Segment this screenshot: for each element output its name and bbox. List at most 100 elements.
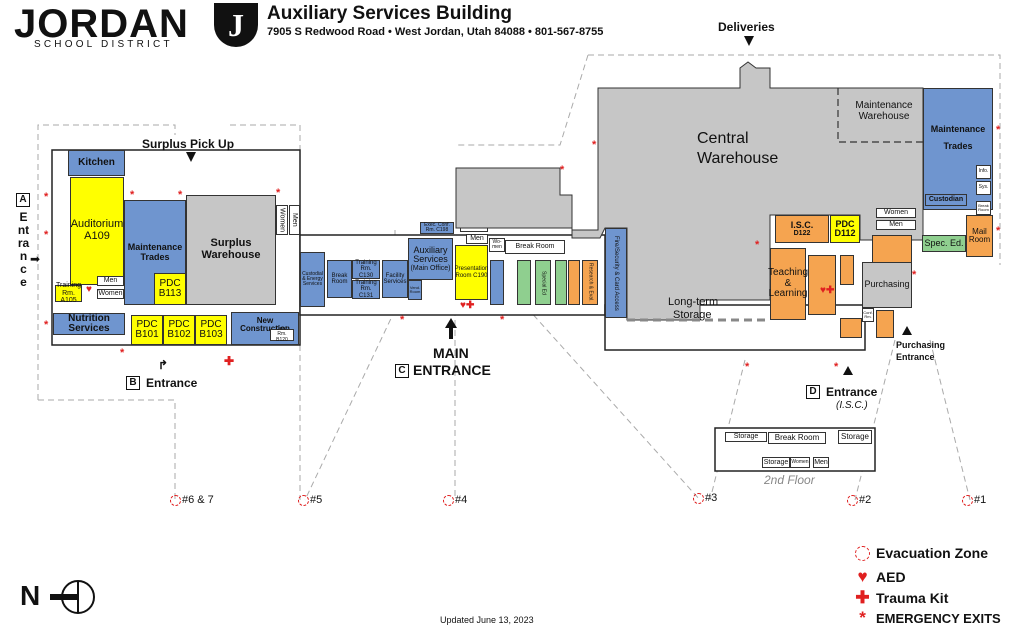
- room-orange-cube-b: [840, 318, 862, 338]
- purchasing-entrance-label-1: Purchasing: [896, 340, 946, 350]
- exit-star-icon: *: [276, 187, 281, 199]
- evacuation-zone-5: #5: [298, 494, 322, 506]
- room-research-eval: Research & Eval.: [582, 260, 598, 305]
- room-storage-2b: Storage: [838, 430, 872, 444]
- room-storage-2a: Storage: [725, 432, 767, 442]
- evacuation-zone-1: #1: [962, 494, 986, 506]
- room-women-2: Women: [790, 457, 810, 468]
- exit-star-icon: *: [834, 361, 839, 373]
- central-warehouse-label-1: Central: [697, 130, 749, 147]
- room-orange-cube-a: [840, 255, 854, 285]
- deliveries-arrow-icon: [744, 36, 754, 46]
- exit-star-icon: *: [859, 608, 866, 627]
- legend-evac-label: Evacuation Zone: [876, 545, 989, 561]
- exit-star-icon: *: [592, 139, 597, 151]
- room-conf-d: Conf. Rm.: [862, 308, 874, 322]
- purchasing-entrance-arrow-icon: [902, 326, 912, 335]
- exit-star-icon: *: [996, 225, 1001, 237]
- evacuation-zone-icon: [855, 545, 870, 561]
- exit-star-icon: *: [996, 124, 1001, 136]
- evacuation-zone-icon: [693, 492, 704, 504]
- central-warehouse-label-2: Warehouse: [697, 150, 779, 167]
- exit-star-icon: *: [44, 319, 49, 331]
- legend-trauma-kit: ✚ Trauma Kit: [855, 588, 948, 608]
- room-orange-right-b: [876, 310, 894, 338]
- legend-exits-label: EMERGENCY EXITS: [876, 610, 1001, 626]
- exit-star-icon: *: [400, 314, 405, 326]
- aed-heart-icon: ♥: [857, 567, 868, 586]
- room-auditorium-number: A109: [84, 230, 110, 242]
- aed-icon-right: ♥✚: [820, 285, 835, 296]
- room-kitchen: Kitchen: [68, 150, 125, 176]
- aed-icon-left: ♥: [86, 284, 92, 295]
- long-term-storage-label-2: Storage: [673, 309, 712, 321]
- building-address: 7905 S Redwood Road • West Jordan, Utah …: [267, 26, 604, 38]
- room-teaching-learning: Teaching & Learning: [768, 248, 808, 320]
- room-training-a105: Training Rm. A105: [55, 282, 82, 305]
- updated-date: Updated June 13, 2023: [440, 615, 534, 625]
- exit-star-icon: *: [178, 189, 183, 201]
- exit-star-icon: *: [500, 314, 505, 326]
- exit-star-icon: *: [44, 229, 49, 241]
- surplus-pickup-label: Surplus Pick Up: [142, 137, 235, 151]
- evacuation-zone-4: #4: [443, 494, 467, 506]
- entrance-d-sublabel: (I.S.C.): [836, 400, 868, 411]
- room-pdc-b102: PDC B102: [163, 315, 195, 345]
- entrance-c-badge: C: [395, 364, 409, 378]
- entrance-a-label: Entrance: [17, 210, 30, 289]
- exit-star-icon: *: [130, 189, 135, 201]
- north-label: N: [20, 580, 41, 611]
- exit-star-icon: *: [745, 361, 750, 373]
- room-pdc-b113: PDC B113: [154, 273, 186, 305]
- exit-star-icon: *: [44, 191, 49, 203]
- second-floor-label: 2nd Floor: [764, 473, 815, 487]
- room-special-ed-right: Spec. Ed.: [922, 235, 966, 252]
- district-logo-mark: J: [214, 3, 258, 47]
- room-break-room-2: Break Room: [768, 432, 826, 444]
- room-purchasing: Purchasing: [862, 262, 912, 308]
- room-green-a: [517, 260, 531, 305]
- legend-emergency-exits: * EMERGENCY EXITS: [855, 608, 1001, 628]
- entrance-b-badge: B: [126, 376, 140, 390]
- room-break-room-middle: Break Room: [505, 240, 565, 254]
- evacuation-zone-icon: [298, 494, 309, 506]
- room-exec-conf: Exec. Conf. Rm. C198: [420, 222, 454, 234]
- room-men-center: Men: [466, 234, 488, 244]
- room-conf-b120: Conf. Rm. B120: [270, 327, 294, 342]
- main-entrance-arrow-icon: [445, 318, 457, 328]
- deliveries-label: Deliveries: [718, 20, 775, 34]
- room-aux-main-office: (Main Office): [410, 264, 451, 272]
- room-office-strip: [490, 260, 504, 305]
- evacuation-zone-icon: [443, 494, 454, 506]
- evacuation-zone-icon: [170, 494, 181, 506]
- room-women-vertical: Women: [276, 205, 288, 235]
- room-orange-right-a: [872, 235, 912, 265]
- evacuation-zone-3: #3: [693, 492, 717, 504]
- room-custodial-energy: Custodial & Energy Services: [300, 252, 325, 307]
- zone-label: #6 & 7: [182, 494, 214, 506]
- room-pdc-b103: PDC B103: [195, 315, 227, 345]
- maintenance-warehouse-label: Maintenance Warehouse: [855, 100, 913, 122]
- main-entrance-label-1: MAIN: [433, 345, 469, 361]
- room-isc-d122: I.S.C. D122: [775, 215, 829, 243]
- room-men-right: Men: [876, 220, 916, 230]
- zone-label: #4: [455, 494, 468, 506]
- entrance-a-arrow-icon: ➡: [30, 252, 41, 266]
- room-custodian: Custodian: [925, 194, 967, 206]
- room-men-left: Men: [97, 276, 124, 286]
- compass-icon: [50, 580, 95, 614]
- page-title: Auxiliary Services Building: [267, 3, 512, 24]
- room-info: Info.: [976, 165, 991, 179]
- legend-aed: ♥ AED: [855, 567, 905, 587]
- room-pdc-b101: PDC B101: [131, 315, 163, 345]
- district-logo-subtitle: SCHOOL DISTRICT: [34, 39, 173, 50]
- room-aux-services-name: Auxiliary Services: [413, 244, 448, 265]
- room-facility-services: Facility Services: [382, 260, 408, 298]
- entrance-d-label: Entrance: [826, 385, 878, 399]
- zone-label: #3: [705, 492, 718, 504]
- zone-label: #1: [974, 494, 987, 506]
- room-auditorium-name: Auditorium: [70, 218, 124, 231]
- district-logo-text: JORDAN: [14, 2, 189, 46]
- surplus-pickup-arrow-icon: [186, 152, 196, 162]
- trauma-kit-icon-left: ✚: [224, 354, 235, 368]
